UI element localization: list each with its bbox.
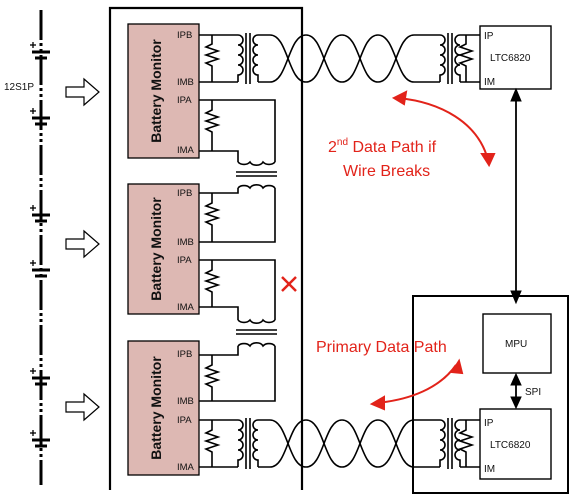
battery-monitor-label: Battery Monitor [148, 197, 164, 301]
pin-ipb: IPB [177, 188, 192, 199]
second-path-line2: Wire Breaks [343, 163, 430, 180]
pin-ipa: IPA [177, 255, 192, 266]
second-data-path-annotation: 2nd Data Path if Wire Breaks [328, 137, 437, 180]
ltc6820-label: LTC6820 [490, 440, 531, 451]
battery-plus-signs [30, 42, 36, 436]
pin-imb: IMB [177, 237, 194, 248]
monitor-wiring [199, 34, 276, 468]
second-path-sup: nd [337, 137, 348, 148]
pin-labels: IPB IMB IPA IMA IPB IMB IPA IMA IPB IMB … [177, 30, 195, 473]
battery-monitor-label: Battery Monitor [148, 356, 164, 460]
monitor-board-outline [108, 6, 304, 490]
spi-label: SPI [525, 387, 541, 398]
arrow-icon [65, 392, 100, 422]
pin-ip: IP [484, 31, 494, 42]
battery-monitor-2: Battery Monitor [127, 183, 200, 315]
twisted-pair-bottom [258, 419, 440, 468]
pin-ip: IP [484, 418, 494, 429]
pin-ipa: IPA [177, 415, 192, 426]
mpu-chip: MPU [482, 313, 552, 374]
second-path-prefix: 2 [328, 139, 337, 156]
twisted-pair-cables [258, 34, 480, 468]
twisted-pair-top [258, 34, 440, 83]
transformer-middle-1 [236, 160, 277, 190]
transformer-bottom-left [237, 418, 259, 469]
red-curved-arrows [369, 90, 496, 411]
black-double-arrows [510, 87, 522, 410]
primary-data-path-annotation: Primary Data Path [316, 339, 447, 356]
arrow-head-icon [450, 358, 464, 375]
pin-ipa: IPA [177, 95, 192, 106]
pin-imb: IMB [177, 77, 194, 88]
ltc6820-bottom: IP LTC6820 IM [479, 408, 552, 480]
arrow-up-icon [510, 87, 522, 102]
pin-ipb: IPB [177, 30, 192, 41]
hollow-arrows [65, 77, 100, 422]
second-path-line1-rest: Data Path if [348, 139, 437, 156]
pin-ipb: IPB [177, 349, 192, 360]
mpu-label: MPU [505, 339, 527, 350]
pin-ima: IMA [177, 302, 195, 313]
battery-monitor-3: Battery Monitor [127, 340, 200, 476]
battery-monitor-label: Battery Monitor [148, 39, 164, 143]
arrow-down-icon [510, 396, 522, 410]
ltc6820-label: LTC6820 [490, 53, 531, 64]
arrow-head-icon [369, 395, 385, 411]
pin-ima: IMA [177, 462, 195, 473]
ltc6820-top: IP LTC6820 IM [479, 25, 552, 90]
arrow-up-icon [510, 372, 522, 386]
arrow-icon [65, 229, 100, 259]
pin-imb: IMB [177, 396, 194, 407]
transformers [236, 33, 461, 469]
battery-config-label: 12S1P [4, 82, 34, 93]
transformer-middle-2 [236, 318, 277, 348]
arrow-head-icon [480, 153, 496, 168]
battery-cells [32, 50, 50, 448]
arrow-down-icon [510, 290, 522, 305]
arrow-head-icon [391, 90, 408, 106]
transformer-top-right [439, 33, 461, 84]
battery-stack [30, 10, 50, 485]
transformer-bottom-right [439, 418, 461, 469]
pin-im: IM [484, 77, 495, 88]
pin-im: IM [484, 464, 495, 475]
arrow-icon [65, 77, 100, 107]
transformer-top-left [237, 33, 259, 84]
wire-break-x-icon [281, 276, 297, 292]
svg-text:2nd Data Path if: 2nd Data Path if [328, 137, 437, 156]
battery-monitor-1: Battery Monitor [127, 23, 200, 159]
pin-ima: IMA [177, 145, 195, 156]
